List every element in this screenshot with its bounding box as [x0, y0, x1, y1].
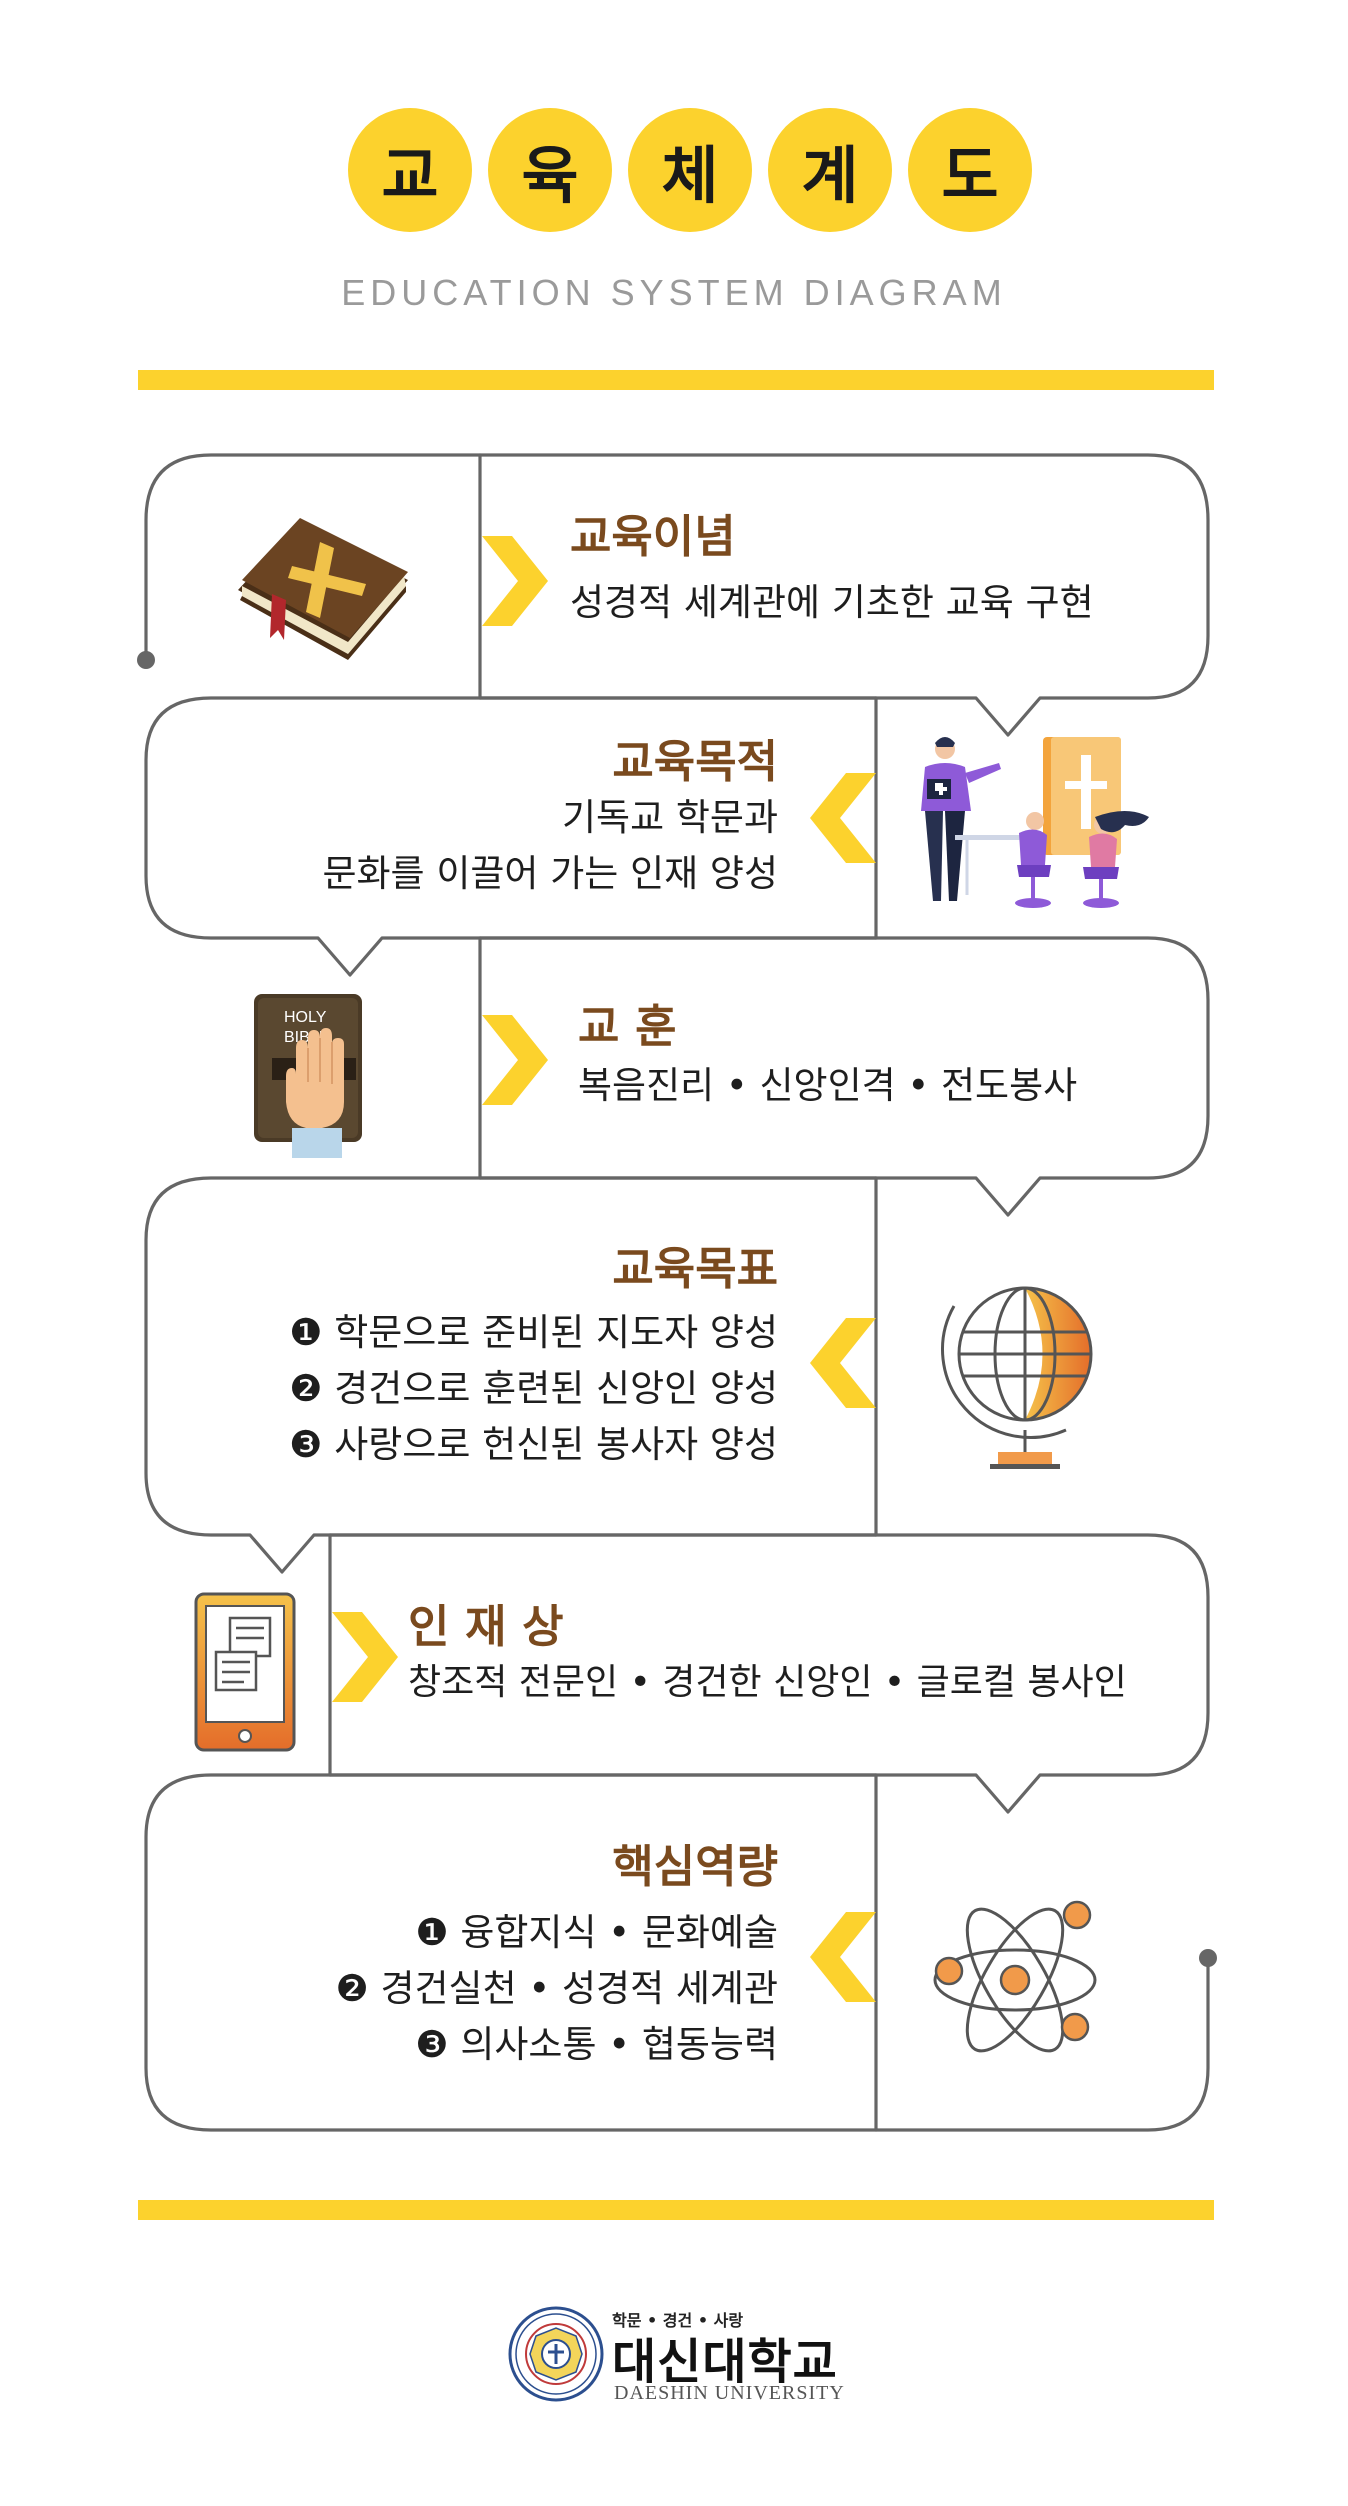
subtitle: EDUCATION SYSTEM DIAGRAM: [341, 272, 1007, 313]
competency-title: 핵심역량: [612, 1840, 778, 1893]
chevron-left-icon: [810, 1912, 876, 2002]
chevron-left-icon: [810, 1318, 876, 1408]
competency-list: ❶ 융합지식 • 문화예술 ❷ 경건실천 • 성경적 세계관 ❸ 의사소통 • …: [336, 1905, 778, 2073]
title-char-3: 체: [628, 108, 752, 232]
hand-on-bible-icon: HOLY BIBLE: [254, 994, 362, 1158]
chevron-right-icon: [482, 1015, 548, 1105]
mobile-phone-icon: [194, 1592, 296, 1752]
philosophy-title: 교육이념: [570, 510, 736, 563]
competency-item-2: ❷ 경건실천 • 성경적 세계관: [335, 1967, 778, 2010]
ideal-text: 창조적 전문인 • 경건한 신앙인 • 글로컬 봉사인: [408, 1662, 1127, 1703]
ideal-title: 인 재 상: [408, 1600, 564, 1653]
philosophy-text: 성경적 세계관에 기초한 교육 구현: [570, 581, 1094, 624]
title-circles: 교 육 체 계 도: [0, 108, 1348, 232]
goal-item-1: ❶ 학문으로 준비된 지도자 양성: [289, 1311, 778, 1354]
chevron-right-icon: [482, 536, 548, 626]
title-char-1: 교: [348, 108, 472, 232]
title-char-4: 계: [768, 108, 892, 232]
purpose-title: 교육목적: [612, 735, 778, 788]
title-char-5: 도: [908, 108, 1032, 232]
competency-item-1: ❶ 융합지식 • 문화예술: [415, 1911, 778, 1954]
motto-title: 교 훈: [578, 1000, 677, 1053]
purpose-line-1: 기독교 학문과: [561, 796, 778, 839]
purpose-line-2: 문화를 이끌어 가는 인재 양성: [322, 852, 778, 895]
classroom-teacher-icon: [921, 737, 1149, 908]
motto-text: 복음진리 • 신앙인격 • 전도봉사: [578, 1064, 1078, 1107]
bible-label-line1: HOLY: [284, 1009, 327, 1026]
chevron-left-icon: [810, 773, 876, 863]
bottom-divider: [138, 2200, 1214, 2220]
atom-icon: [933, 1900, 1097, 2053]
globe-icon: [941, 1286, 1093, 1469]
top-divider: [138, 370, 1214, 390]
university-seal-icon: [508, 2306, 604, 2402]
bible-book-icon: [238, 518, 408, 660]
goal-item-3: ❸ 사랑으로 헌신된 봉사자 양성: [289, 1423, 778, 1466]
purpose-text: 기독교 학문과 문화를 이끌어 가는 인재 양성: [322, 790, 778, 902]
chevron-right-icon: [332, 1612, 398, 1702]
goals-list: ❶ 학문으로 준비된 지도자 양성 ❷ 경건으로 훈련된 신앙인 양성 ❸ 사랑…: [289, 1305, 778, 1473]
competency-item-3: ❸ 의사소통 • 협동능력: [415, 2023, 778, 2066]
goal-item-2: ❷ 경건으로 훈련된 신앙인 양성: [289, 1367, 778, 1410]
title-char-2: 육: [488, 108, 612, 232]
footer-motto: 학문 • 경건 • 사랑: [612, 2311, 744, 2330]
goals-title: 교육목표: [612, 1242, 778, 1295]
footer-university-name-en: DAESHIN UNIVERSITY: [614, 2382, 845, 2404]
footer-university-name: 대신대학교: [612, 2334, 838, 2390]
